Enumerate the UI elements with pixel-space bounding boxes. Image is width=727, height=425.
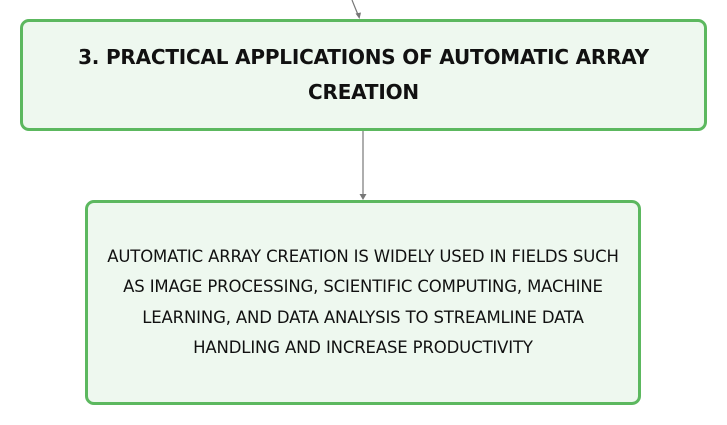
title-node-text: 3. PRACTICAL APPLICATIONS OF AUTOMATIC A… [78,45,649,104]
title-to-body-connector-arrowhead [359,194,367,200]
description-node[interactable]: AUTOMATIC ARRAY CREATION IS WIDELY USED … [85,200,641,405]
title-node[interactable]: 3. PRACTICAL APPLICATIONS OF AUTOMATIC A… [20,19,707,131]
incoming-connector-arrowhead [355,12,361,19]
description-node-text: AUTOMATIC ARRAY CREATION IS WIDELY USED … [107,246,619,358]
